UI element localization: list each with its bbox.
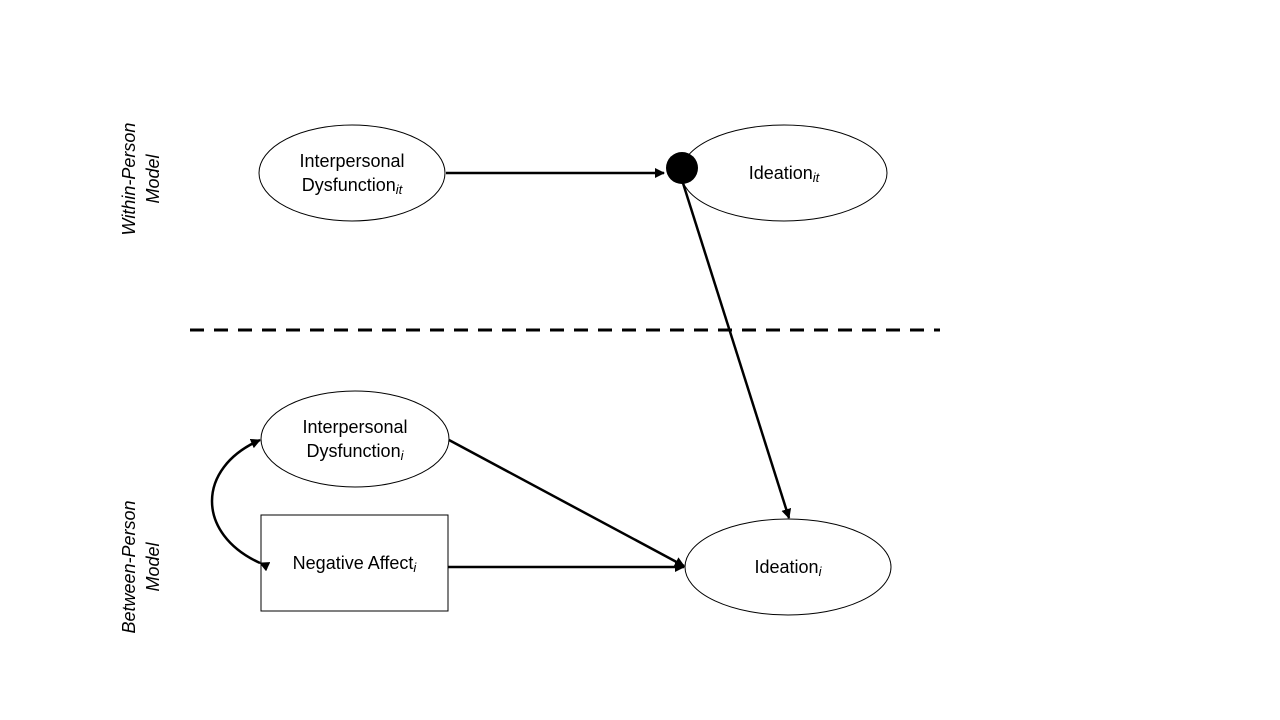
between-ideation-label: Ideationi xyxy=(754,557,822,579)
random-slope-dot xyxy=(666,152,698,184)
within-dysfunction-label: Interpersonal Dysfunctionit xyxy=(262,149,442,197)
within-person-label-line2: Model xyxy=(143,154,163,204)
between-dysfunction-ellipse xyxy=(260,390,450,488)
between-person-model-label: Between-Person Model xyxy=(117,492,165,642)
between-dysfunction-line2: Dysfunctioni xyxy=(306,441,404,463)
between-ideation-ellipse xyxy=(684,518,892,616)
within-dysfunction-line2: Dysfunctionit xyxy=(301,175,403,197)
within-dysfunction-line1: Interpersonal xyxy=(299,151,405,171)
within-person-label-line1: Within-Person xyxy=(119,122,139,236)
negative-affect-label: Negative Affecti xyxy=(292,553,417,575)
between-dysfunction-line1: Interpersonal xyxy=(302,417,408,437)
between-person-label-line1: Between-Person xyxy=(119,500,139,634)
covariance-curve-arrow xyxy=(210,438,271,572)
within-person-model-label: Within-Person Model xyxy=(117,109,165,249)
between-dysfunction-label: Interpersonal Dysfunctioni xyxy=(265,415,445,463)
negative-affect-box xyxy=(260,514,449,612)
within-dysfunction-ellipse xyxy=(258,124,446,222)
between-person-label-line2: Model xyxy=(143,542,163,592)
between-dysfunction-to-ideation-arrow xyxy=(448,438,685,568)
within-slope-to-between-ideation-arrow xyxy=(680,179,792,519)
within-ideation-label: Ideationit xyxy=(748,163,820,185)
